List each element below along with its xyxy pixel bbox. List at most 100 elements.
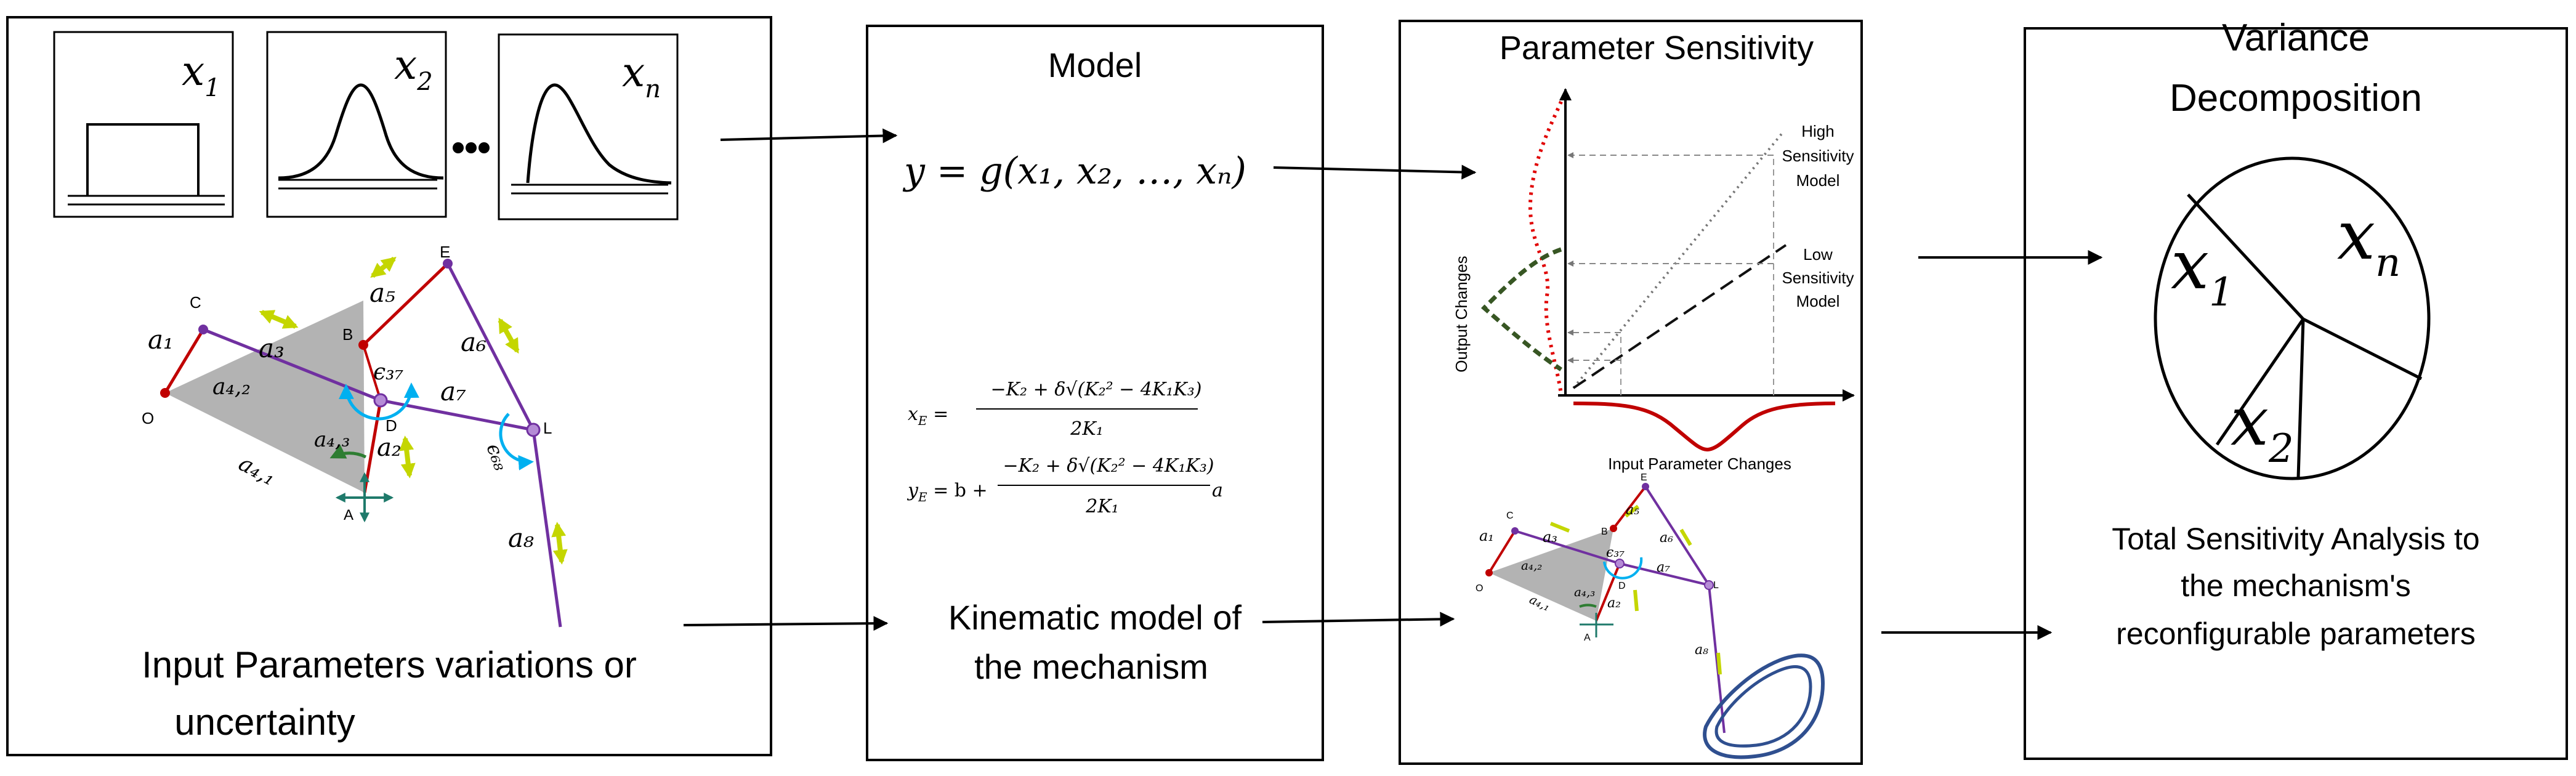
svg-text:a₄,₂: a₄,₂	[1521, 558, 1542, 573]
output-dist-high	[1528, 100, 1563, 395]
total-caption-line2: the mechanism's	[2181, 568, 2411, 603]
variance-title-line2: Decomposition	[2170, 77, 2422, 119]
high-sensitivity-line	[1572, 131, 1784, 389]
svg-text:O: O	[1476, 583, 1483, 594]
arrow-dist-to-model	[720, 128, 898, 143]
svg-text:C: C	[1506, 511, 1514, 521]
variance-panel	[2024, 27, 2568, 760]
pie-divider-x2-left	[2215, 318, 2305, 446]
double-arrow-a6	[498, 317, 520, 354]
joint-c	[198, 325, 208, 334]
xe-formula: xE = −K₂ + δ√(K₂² − 4K₁K₃) 2K₁	[908, 379, 1202, 440]
double-arrow-a3	[259, 310, 299, 329]
pie-label-x1: x1	[2171, 225, 2234, 315]
input-changes-label: Input Parameter Changes	[1608, 455, 1791, 473]
low-label-line2: Sensitivity	[1782, 269, 1854, 287]
link-label-a42: a₄,₂	[212, 374, 251, 400]
link-label-a43: a₄,₃	[314, 427, 350, 452]
model-equation: y = g(x₁, x₂, …, xₙ)	[902, 150, 1246, 193]
low-label-line1: Low	[1803, 245, 1833, 264]
angle-arc-a43	[329, 445, 367, 459]
pie-divider-xn-x2	[2302, 317, 2423, 381]
dist-label-x1: x1	[182, 47, 220, 102]
ellipsis-dots	[453, 142, 490, 153]
model-title: Model	[1048, 46, 1142, 84]
kinematic-caption-line2: the mechanism	[974, 647, 1208, 686]
double-arrow-a8	[551, 522, 568, 565]
svg-text:−K₂ + δ√(K₂² − 4K₁K₃): −K₂ + δ√(K₂² − 4K₁K₃)	[1003, 455, 1214, 477]
point-label-l: L	[543, 419, 552, 437]
svg-text:A: A	[1584, 633, 1591, 643]
svg-text:ϵ₃₇: ϵ₃₇	[1606, 545, 1625, 560]
angle-arc-e68	[499, 413, 534, 471]
point-label-b: B	[342, 325, 353, 344]
svg-text:xE =: xE =	[908, 403, 948, 428]
point-label-d: D	[386, 416, 397, 435]
arrow-model-to-sensitivity	[1273, 164, 1477, 180]
input-caption-line1: Input Parameters variations or	[142, 644, 637, 685]
distribution-uniform: x1	[53, 31, 234, 218]
arrow-kinematic-to-mechanism	[1262, 612, 1455, 627]
link-label-a5: a₅	[369, 278, 395, 308]
kinematic-caption-line1: Kinematic model of	[948, 598, 1242, 637]
low-sensitivity-line	[1572, 244, 1787, 389]
point-label-a: A	[344, 507, 353, 523]
svg-text:D: D	[1618, 581, 1626, 591]
svg-text:yE = b +: yE = b +	[906, 480, 988, 504]
total-caption-line1: Total Sensitivity Analysis to	[2112, 522, 2480, 556]
svg-text:a₄,₃: a₄,₃	[1574, 584, 1595, 599]
svg-text:a₅: a₅	[1626, 503, 1639, 518]
high-label-line1: High	[1801, 122, 1834, 140]
pie-divider-x1-xn	[2187, 193, 2304, 320]
point-label-e: E	[440, 243, 450, 261]
distribution-normal: x2	[266, 31, 447, 218]
link-label-a41: a₄,₁	[235, 451, 280, 491]
link-label-a7: a₇	[440, 376, 466, 406]
variance-pie: x1 xn x2	[2154, 156, 2431, 480]
high-label-line3: Model	[1796, 171, 1840, 190]
svg-text:a₆: a₆	[1660, 530, 1673, 546]
link-label-a3: a₃	[259, 333, 285, 363]
dist-label-x2: x2	[394, 41, 433, 96]
pie-outline	[2154, 156, 2431, 480]
distribution-skewed: xn	[498, 33, 679, 220]
end-effector-trajectory-outer	[1703, 653, 1825, 759]
angle-arc-e37	[338, 382, 419, 421]
svg-text:a₈: a₈	[1695, 642, 1708, 658]
total-caption-line3: reconfigurable parameters	[2116, 616, 2476, 651]
joint-o	[160, 388, 170, 398]
joint-l	[526, 422, 541, 437]
svg-text:a: a	[1212, 480, 1223, 501]
input-panel	[6, 16, 772, 756]
sensitivity-plot: High Sensitivity Model Low Sensitivity M…	[1452, 88, 1855, 473]
link-label-a2: a₂	[377, 434, 402, 462]
low-label-line3: Model	[1796, 292, 1840, 310]
angle-label-e37: ϵ₃₇	[373, 360, 403, 385]
joint-e	[443, 259, 453, 269]
dist-label-xn: xn	[622, 49, 661, 103]
svg-text:−K₂ + δ√(K₂² − 4K₁K₃): −K₂ + δ√(K₂² − 4K₁K₃)	[990, 379, 1201, 400]
angle-label-e68: ϵ₆₈	[482, 440, 513, 474]
svg-text:L: L	[1713, 580, 1719, 591]
end-effector-trajectory-inner	[1714, 665, 1812, 748]
pie-label-xn: xn	[2337, 196, 2400, 286]
ye-formula: yE = b + −K₂ + δ√(K₂² − 4K₁K₃) 2K₁ a	[906, 455, 1223, 517]
joint-d	[373, 393, 388, 408]
svg-text:2K₁: 2K₁	[1070, 418, 1104, 440]
output-dist-low	[1480, 247, 1562, 371]
svg-text:a₂: a₂	[1607, 596, 1621, 611]
link-a6	[446, 262, 535, 431]
point-label-c: C	[190, 293, 201, 312]
link-label-a8: a₈	[508, 523, 534, 553]
joint-b	[358, 340, 368, 350]
high-label-line2: Sensitivity	[1782, 147, 1854, 165]
link-label-a6: a₆	[461, 327, 487, 357]
sensitivity-panel	[1399, 20, 1863, 765]
svg-text:a₃: a₃	[1543, 528, 1557, 546]
double-arrow-a5	[370, 256, 397, 278]
sensitivity-title: Parameter Sensitivity	[1500, 30, 1814, 67]
output-changes-label: Output Changes	[1452, 256, 1471, 372]
link-label-a1: a₁	[148, 325, 174, 355]
input-caption-line2: uncertainty	[174, 701, 355, 743]
svg-text:E: E	[1641, 472, 1647, 483]
